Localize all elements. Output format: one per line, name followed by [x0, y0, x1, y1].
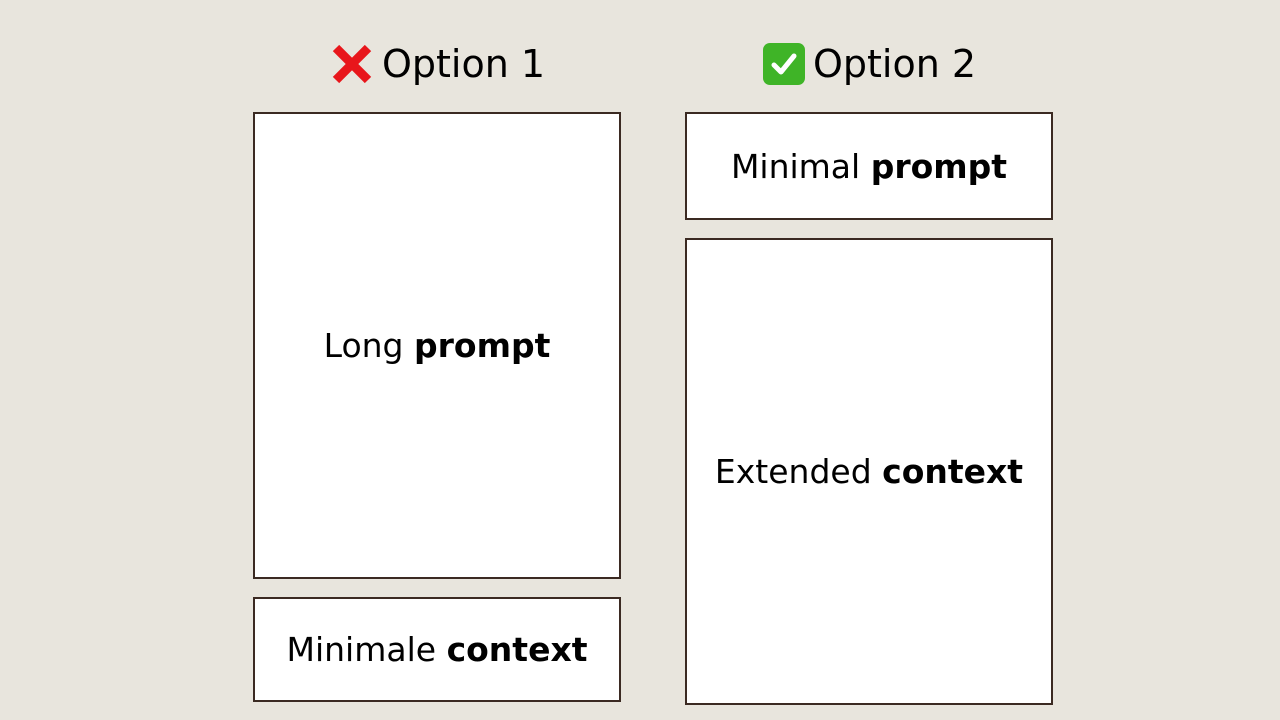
cross-mark-icon [330, 42, 374, 86]
minimale-context-box: Minimale context [253, 597, 621, 702]
minimale-context-regular-text: Minimale [286, 630, 437, 669]
extended-context-label: Extended context [715, 452, 1023, 491]
option-1-heading: Option 1 [254, 34, 621, 94]
long-prompt-bold-text: prompt [414, 326, 551, 365]
minimale-context-label: Minimale context [286, 630, 587, 669]
minimal-prompt-box: Minimal prompt [685, 112, 1053, 220]
minimal-prompt-bold-text: prompt [870, 146, 1008, 186]
option-2-title: Option 2 [812, 42, 977, 86]
extended-context-box: Extended context [685, 238, 1053, 705]
check-mark-icon [762, 43, 805, 85]
minimal-prompt-label: Minimal prompt [731, 147, 1007, 186]
extended-context-bold-text: context [882, 452, 1024, 491]
option-2-heading: Option 2 [686, 34, 1053, 94]
option-1-title: Option 1 [381, 42, 546, 86]
long-prompt-box: Long prompt [253, 112, 621, 579]
extended-context-regular-text: Extended [714, 452, 872, 491]
minimal-prompt-regular-text: Minimal [730, 146, 861, 186]
long-prompt-regular-text: Long [323, 326, 404, 365]
minimale-context-bold-text: context [446, 630, 588, 669]
long-prompt-label: Long prompt [324, 326, 551, 365]
